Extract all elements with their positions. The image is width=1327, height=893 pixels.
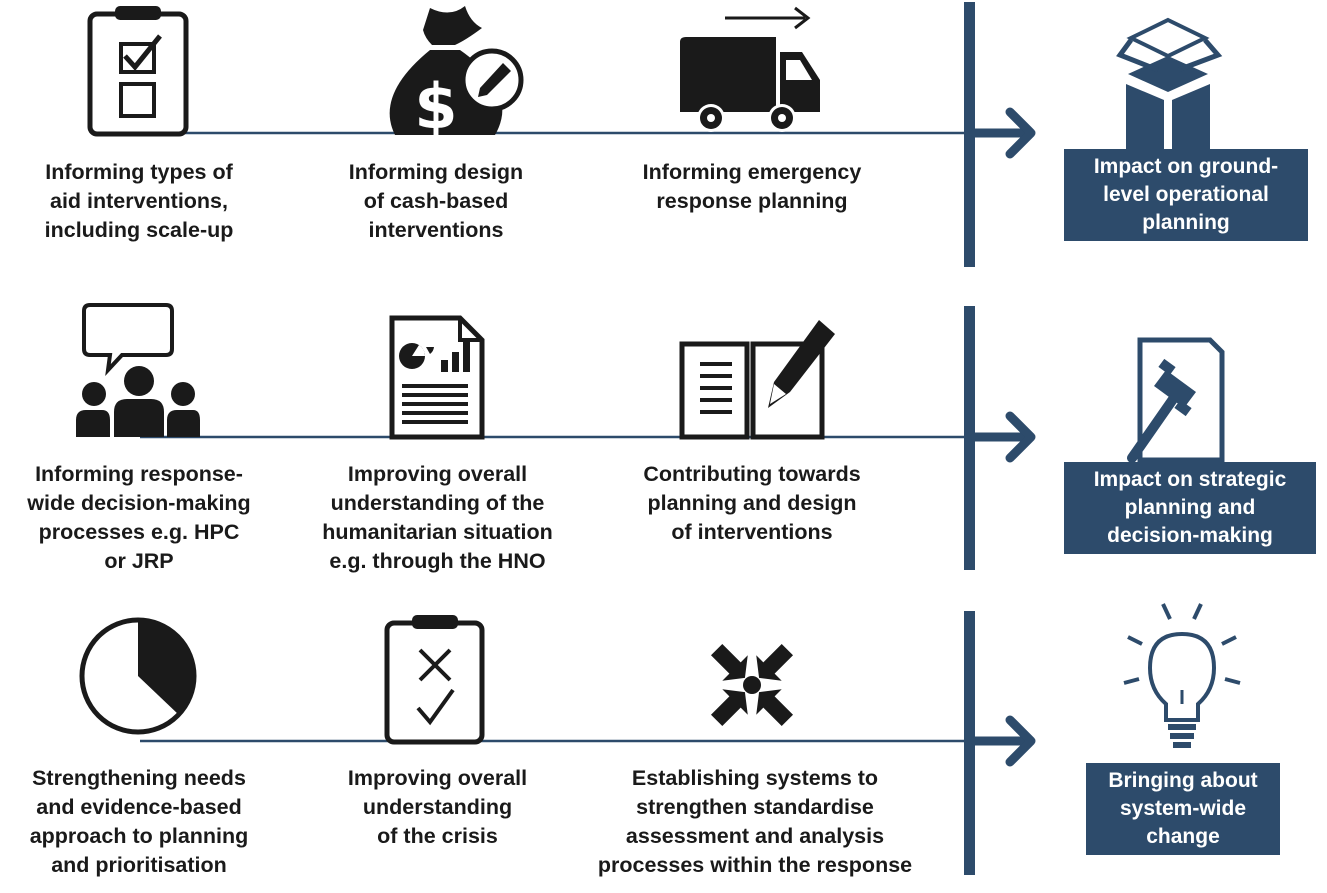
row-3-arrow-icon (970, 715, 1036, 767)
row-3-connector (140, 611, 1030, 875)
caption-row1-item3: Informing emergency response planning (642, 160, 862, 213)
report-document-icon (389, 315, 485, 440)
caption-row2-item3: Contributing towards planning and design… (643, 462, 861, 544)
caption-row3-item3: Establishing systems to strengthen stand… (597, 766, 913, 877)
row-1-arrow-icon (970, 107, 1036, 159)
row-2-arrow-icon (970, 411, 1036, 463)
lightbulb-icon (1123, 603, 1241, 748)
caption-row2-item1: Informing response- wide decision-making… (27, 462, 251, 573)
open-box-icon (1116, 17, 1223, 158)
caption-row3-item1: Strengthening needs and evidence-based a… (29, 766, 249, 877)
caption-row3-item2: Improving overall understanding of the c… (347, 766, 528, 848)
converging-arrows-icon (710, 643, 794, 727)
cross-check-clipboard-icon (384, 615, 485, 745)
caption-row2-item2: Improving overall understanding of the h… (322, 462, 553, 573)
meeting-people-icon (76, 303, 200, 437)
open-book-pen-icon (679, 320, 835, 440)
caption-row1-item2: Informing design of cash-based intervent… (348, 160, 524, 242)
impact-box-system-wide: Bringing about system-wide change (1086, 763, 1280, 855)
checklist-icon (87, 6, 189, 137)
pie-chart-icon (79, 617, 197, 735)
impact-box-strategic: Impact on strategic planning and decisio… (1064, 462, 1316, 554)
caption-row1-item1: Informing types of aid interventions, in… (44, 160, 234, 242)
money-bag-icon: $ (389, 6, 524, 143)
row-2-connector (140, 306, 1030, 570)
gavel-document-icon (1127, 337, 1225, 463)
row-1-connector (140, 2, 1030, 267)
svg-text:$: $ (414, 70, 457, 143)
truck-icon (680, 6, 820, 132)
impact-box-operational: Impact on ground- level operational plan… (1064, 149, 1308, 241)
